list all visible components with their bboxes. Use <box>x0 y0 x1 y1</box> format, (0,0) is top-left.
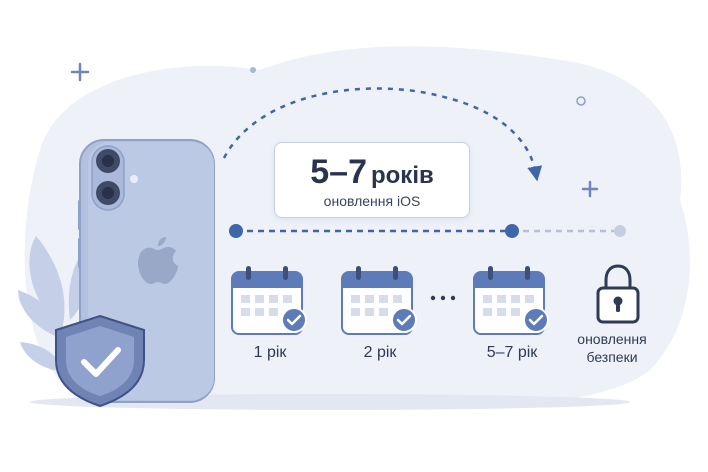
progress-arc-arrow <box>222 87 543 182</box>
ring-sparkle <box>576 96 586 106</box>
plus-sparkle-icon <box>70 62 90 82</box>
headline-subtitle: оновлення iOS <box>323 193 421 209</box>
headline-unit: років <box>370 162 434 189</box>
calendar-check-icon <box>341 266 417 335</box>
shield-check-icon <box>55 314 145 408</box>
apple-logo-icon <box>138 237 178 284</box>
year-label-3: 5–7 рік <box>486 344 538 361</box>
dot-sparkle <box>250 67 256 73</box>
plus-sparkle-icon <box>581 180 599 198</box>
year-label-2: 2 рік <box>363 344 397 361</box>
timeline-end-dot <box>614 225 626 237</box>
calendar-check-icon <box>231 266 307 335</box>
ellipsis-dots <box>430 295 456 301</box>
security-updates-label: оновлення безпеки <box>577 331 647 365</box>
timeline <box>229 224 626 238</box>
calendar-check-icon <box>473 266 549 335</box>
headline-number: 5–7 <box>310 153 367 191</box>
timeline-start-dot <box>229 224 243 238</box>
padlock-icon <box>596 264 640 324</box>
year-label-1: 1 рік <box>253 344 287 361</box>
timeline-mid-dot <box>505 224 519 238</box>
